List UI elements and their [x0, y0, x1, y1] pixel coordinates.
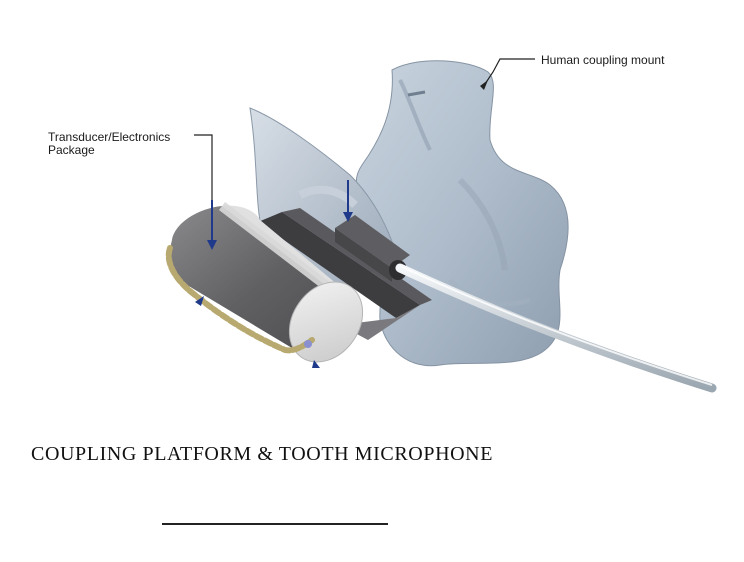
leader-lines — [194, 58, 535, 200]
force-arrows — [195, 180, 353, 368]
callout-transducer-electronics-package: Transducer/Electronics Package — [48, 130, 171, 157]
transducer-electronics-package — [165, 202, 364, 363]
callout-human-coupling-mount: Human coupling mount — [541, 53, 665, 67]
cable — [395, 263, 717, 393]
figure-caption: COUPLING PLATFORM & TOOTH MICROPHONE — [31, 443, 494, 465]
horizontal-rule — [162, 523, 388, 525]
